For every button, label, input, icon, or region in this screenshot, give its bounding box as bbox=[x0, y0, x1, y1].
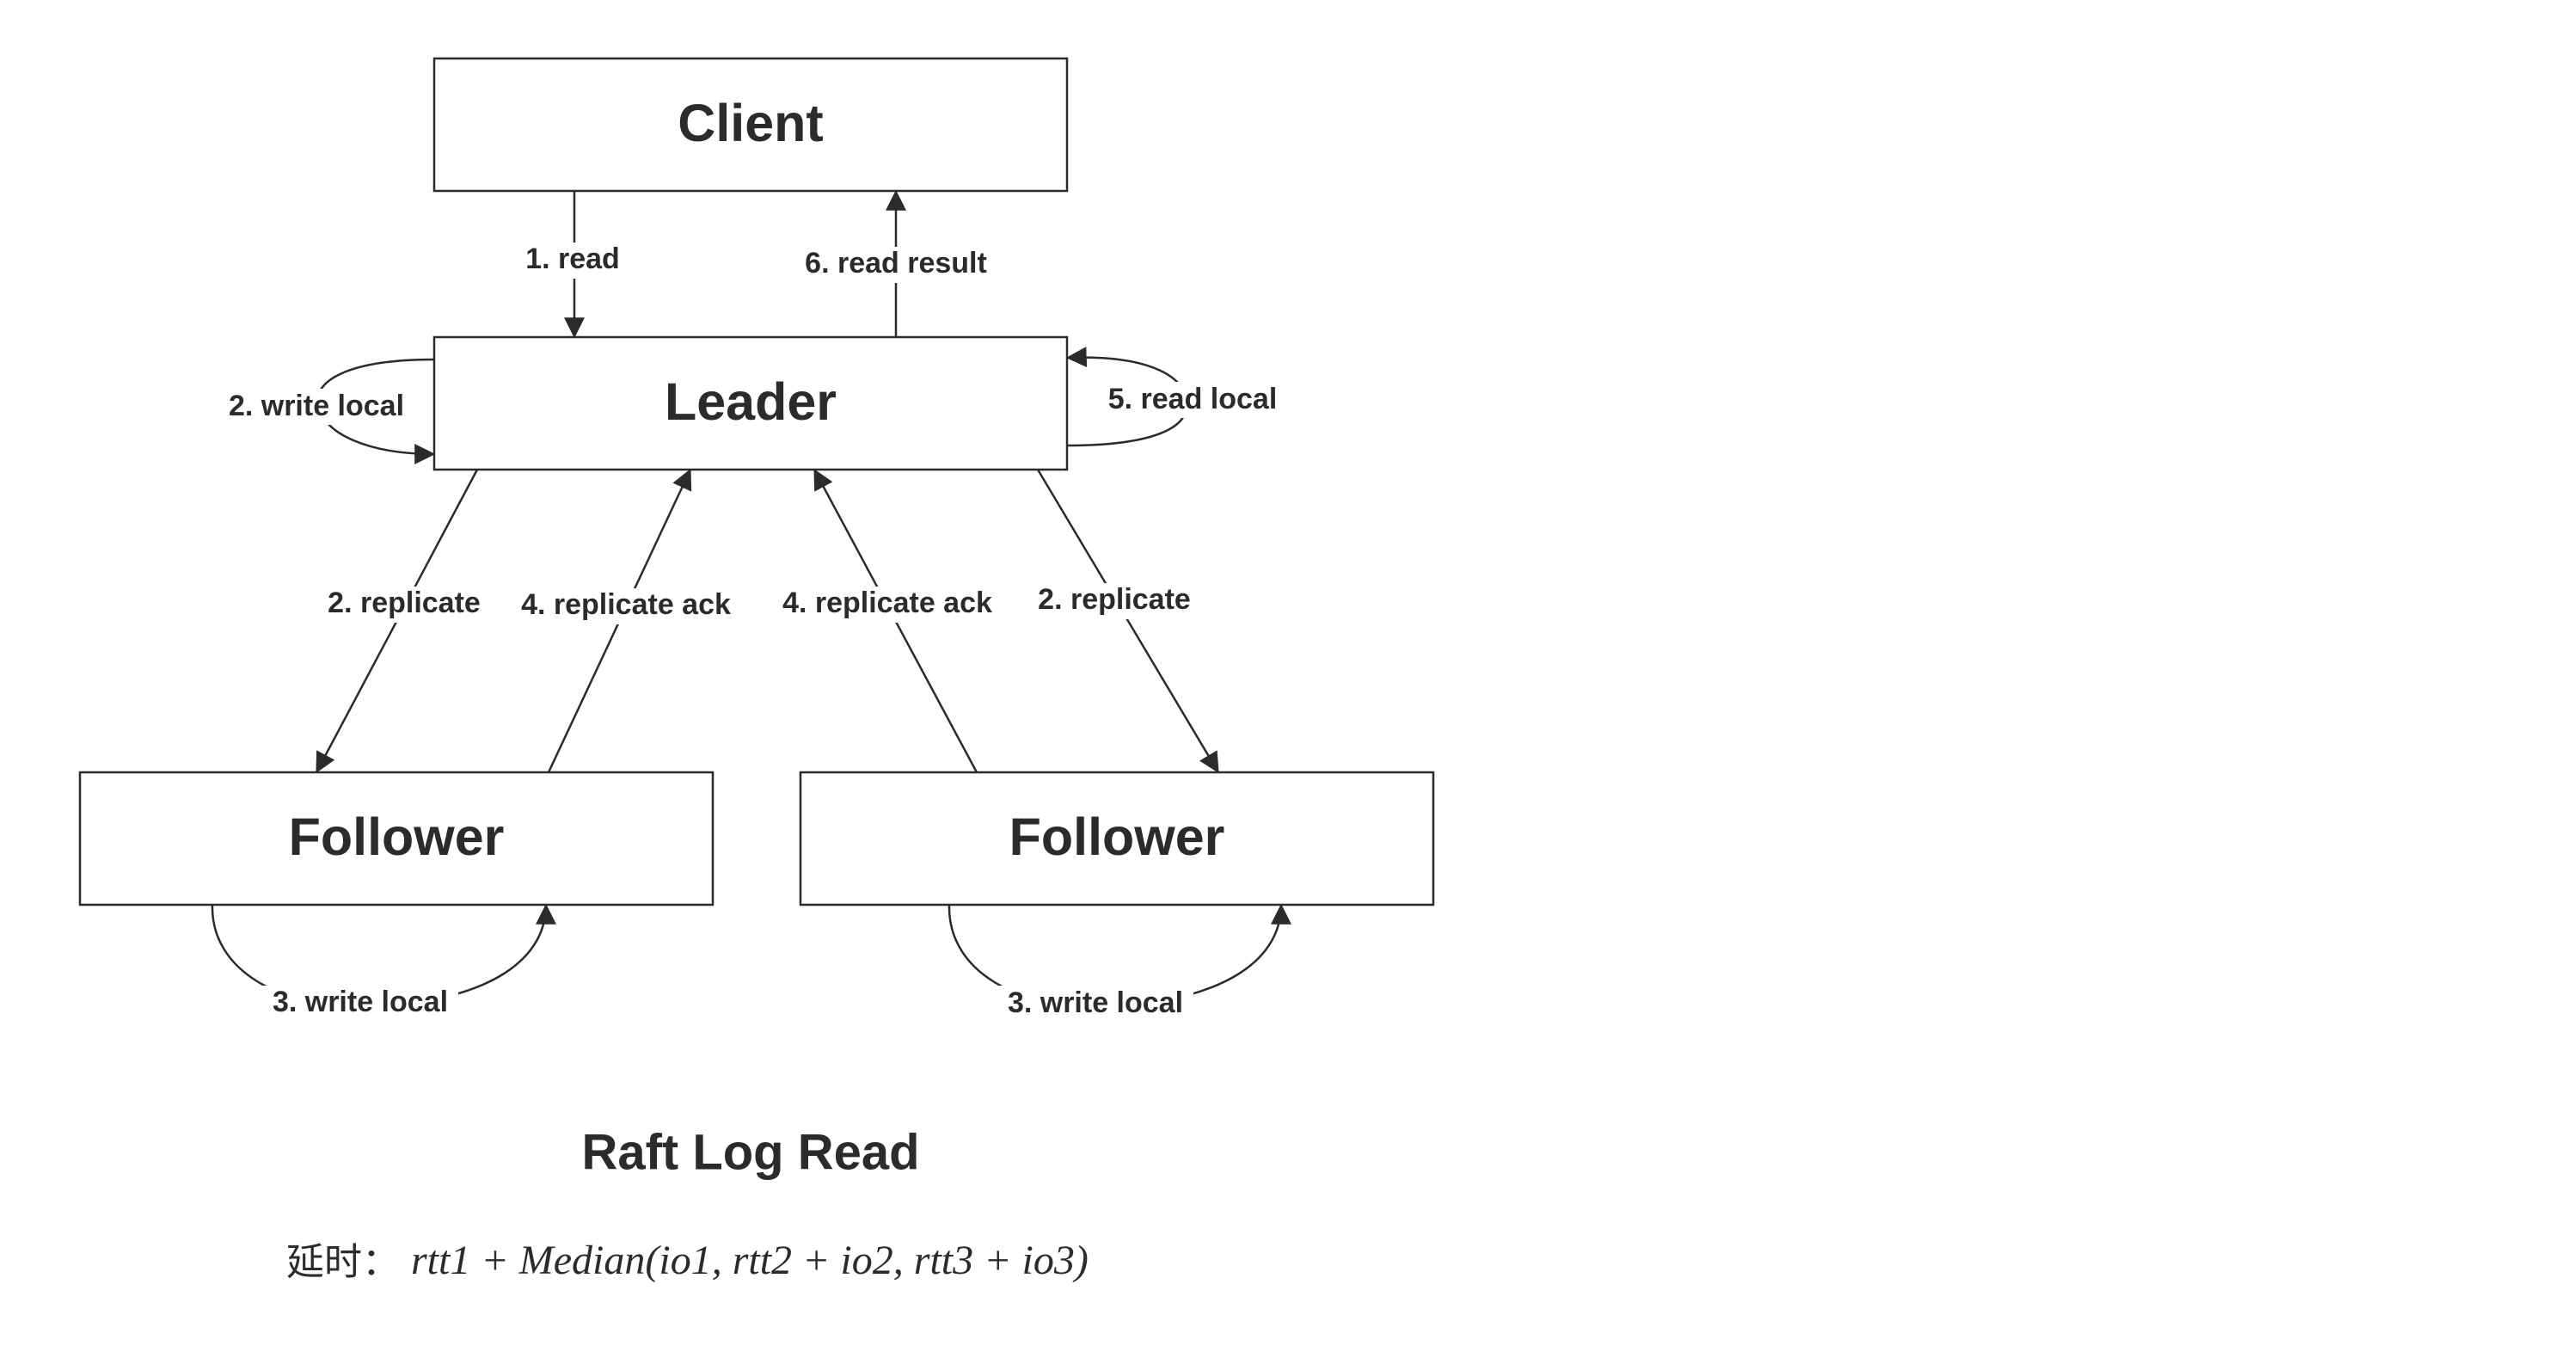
edge-read-label: 1. read bbox=[525, 243, 620, 275]
edge-replicate-left: 2. replicate bbox=[315, 469, 488, 774]
edge-leader-write-local-label: 2. write local bbox=[229, 390, 404, 422]
edge-replicate-ack-right: 4. replicate ack bbox=[772, 468, 1003, 773]
edge-follower-left-write-local: 3. write local bbox=[211, 903, 556, 1022]
client-node: Client bbox=[432, 57, 1069, 193]
leader-box bbox=[432, 335, 1069, 471]
follower-right-label: Follower bbox=[1009, 808, 1225, 866]
follower-right-node: Follower bbox=[799, 771, 1435, 906]
edge-follower-left-write-local-label: 3. write local bbox=[273, 986, 448, 1018]
edge-read-result: 6. read result bbox=[794, 189, 1001, 337]
client-label: Client bbox=[678, 94, 823, 152]
latency-formula-prefix: 延时： bbox=[286, 1240, 400, 1284]
latency-formula: 延时： rtt1 + Median(io1, rtt2 + io2, rtt3 … bbox=[286, 1238, 1089, 1284]
diagram-title: Raft Log Read bbox=[581, 1124, 919, 1180]
edge-replicate-right-line bbox=[1036, 469, 1220, 774]
edge-replicate-ack-left-label: 4. replicate ack bbox=[521, 588, 731, 621]
latency-formula-expression: rtt1 + Median(io1, rtt2 + io2, rtt3 + io… bbox=[411, 1238, 1089, 1283]
leader-node: Leader bbox=[432, 335, 1069, 471]
follower-left-node: Follower bbox=[78, 771, 715, 906]
edge-replicate-left-label: 2. replicate bbox=[328, 587, 481, 619]
client-box bbox=[432, 57, 1069, 193]
edge-follower-right-write-local: 3. write local bbox=[948, 903, 1291, 1022]
follower-left-label: Follower bbox=[289, 808, 505, 866]
follower-left-box bbox=[78, 771, 715, 906]
edge-read-result-label: 6. read result bbox=[805, 247, 987, 280]
edge-replicate-ack-right-label: 4. replicate ack bbox=[782, 587, 992, 619]
edge-leader-read-local-label: 5. read local bbox=[1108, 383, 1278, 415]
edge-replicate-right-label: 2. replicate bbox=[1038, 583, 1191, 616]
leader-label: Leader bbox=[665, 372, 837, 431]
edge-leader-write-local: 2. write local bbox=[219, 358, 436, 464]
edge-read: 1. read bbox=[516, 191, 633, 339]
edge-replicate-right: 2. replicate bbox=[1030, 469, 1220, 774]
follower-right-box bbox=[799, 771, 1435, 906]
edge-leader-read-local: 5. read local bbox=[1065, 347, 1290, 447]
edge-replicate-ack-left: 4. replicate ack bbox=[511, 468, 741, 773]
edge-follower-right-write-local-label: 3. write local bbox=[1008, 986, 1183, 1019]
